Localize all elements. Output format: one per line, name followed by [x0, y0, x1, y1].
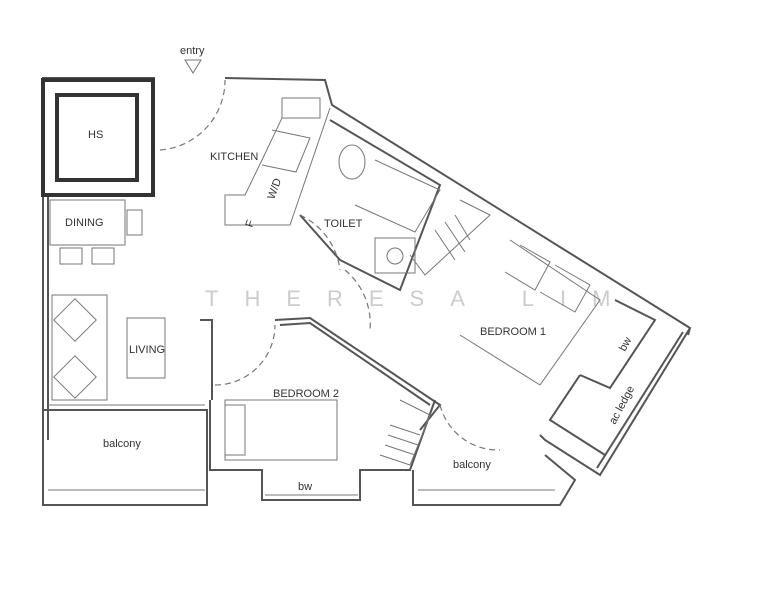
label-bedroom-2: BEDROOM 2	[273, 388, 339, 400]
room-labels: HS KITCHEN W/D F DINING TOILET LIVING BE…	[65, 129, 637, 493]
outer-walls	[41, 77, 692, 506]
label-bedroom-1: BEDROOM 1	[480, 326, 546, 338]
label-bw-right: bw	[617, 335, 634, 353]
label-hs: HS	[88, 129, 103, 141]
watermark: THERESA LIM	[205, 286, 636, 311]
label-dining: DINING	[65, 217, 104, 229]
door-swings	[159, 79, 501, 451]
entry-label: entry	[180, 45, 205, 57]
label-fridge: F	[244, 218, 258, 229]
label-living: LIVING	[129, 344, 165, 356]
entry-arrow-icon	[184, 59, 202, 74]
label-bw-bottom: bw	[298, 481, 312, 493]
label-washer-dryer: W/D	[266, 177, 285, 201]
label-kitchen: KITCHEN	[210, 151, 258, 163]
entry-marker: entry	[180, 45, 205, 74]
label-balcony-right: balcony	[453, 459, 491, 471]
label-toilet: TOILET	[324, 218, 363, 230]
label-balcony-left: balcony	[103, 438, 141, 450]
